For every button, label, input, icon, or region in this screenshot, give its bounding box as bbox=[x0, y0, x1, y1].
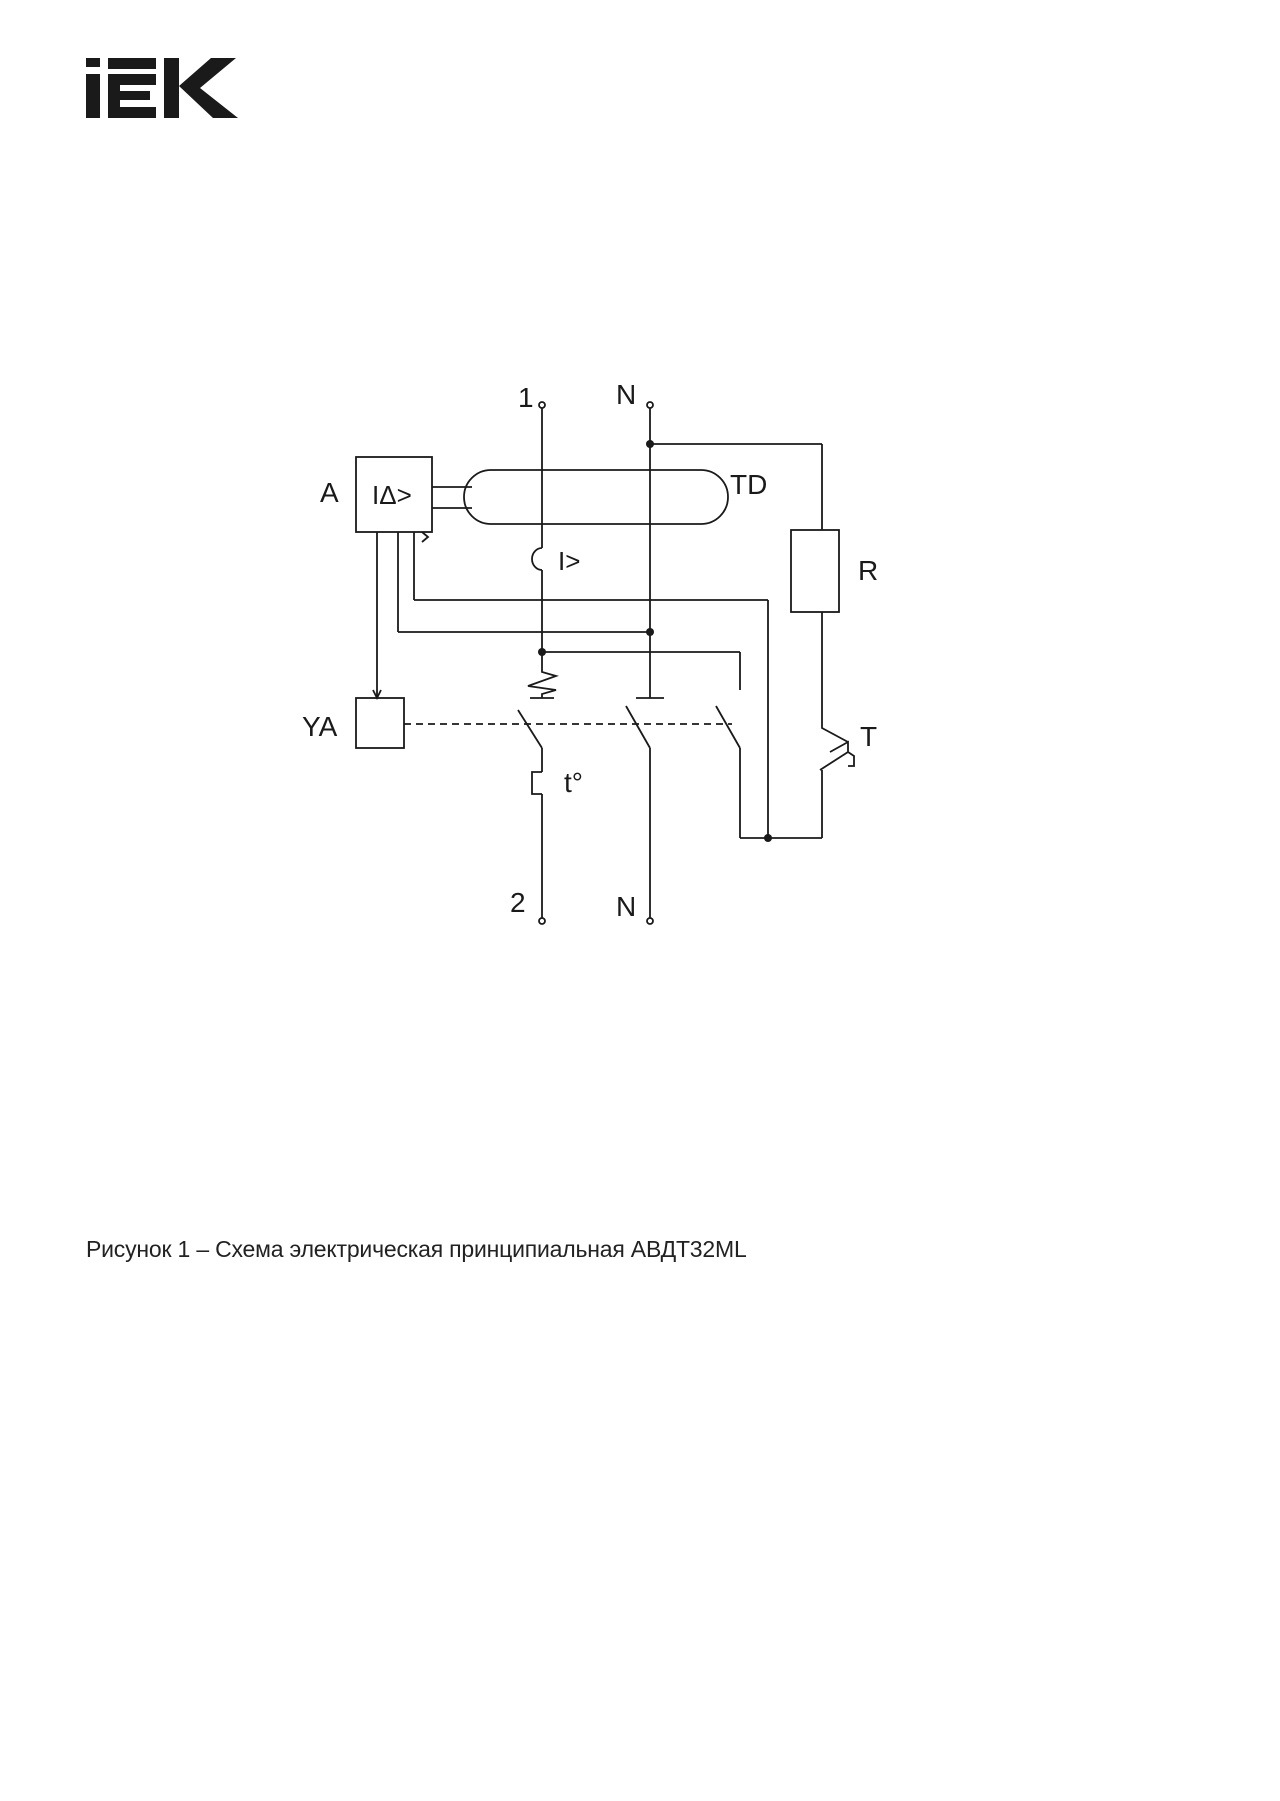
label-test-button: T bbox=[860, 721, 877, 752]
label-terminal-top-n: N bbox=[616, 379, 636, 410]
release-symbol bbox=[527, 652, 559, 698]
figure-caption: Рисунок 1 – Схема электрическая принципи… bbox=[86, 1236, 747, 1262]
iek-logo-icon bbox=[86, 58, 238, 118]
label-terminal-bottom-n: N bbox=[616, 891, 636, 922]
label-terminal-bottom-2: 2 bbox=[510, 887, 526, 918]
overcurrent-coil bbox=[531, 547, 543, 571]
actuator-ya bbox=[355, 697, 405, 749]
test-button-t bbox=[819, 712, 855, 771]
block-a bbox=[355, 456, 433, 533]
thermal-element bbox=[531, 771, 542, 795]
label-block-a-symbol: IΔ> bbox=[372, 480, 412, 510]
label-actuator: YA bbox=[302, 711, 338, 742]
label-transformer: TD bbox=[730, 469, 767, 500]
label-thermal: t° bbox=[564, 767, 583, 798]
label-block-a: A bbox=[320, 477, 339, 508]
terminal-top-1 bbox=[538, 401, 546, 409]
terminal-bottom-2 bbox=[538, 917, 546, 925]
label-terminal-top-1: 1 bbox=[518, 382, 534, 413]
resistor-r bbox=[790, 529, 840, 613]
label-resistor: R bbox=[858, 555, 878, 586]
terminal-top-n bbox=[646, 401, 654, 409]
transformer-td bbox=[463, 469, 729, 525]
terminal-bottom-n bbox=[646, 917, 654, 925]
label-overcurrent: I> bbox=[558, 546, 580, 576]
